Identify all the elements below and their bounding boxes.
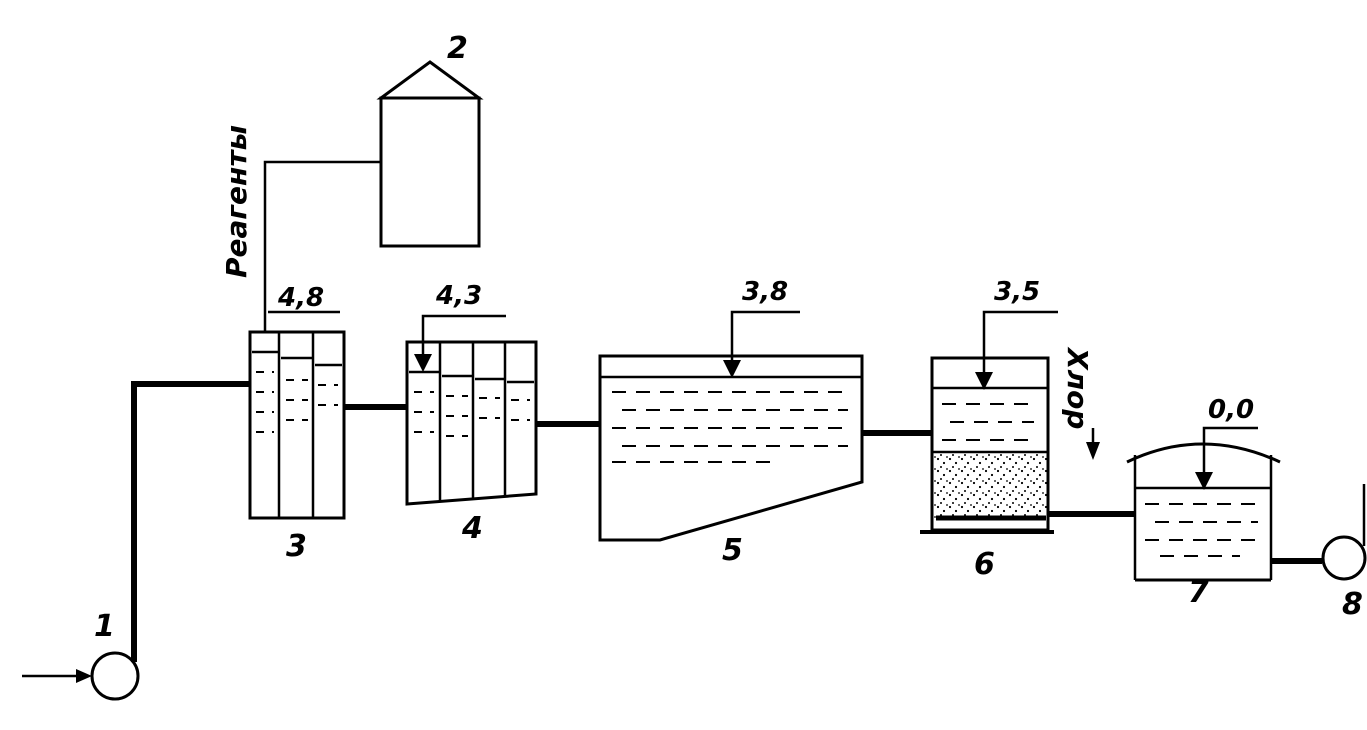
reagent-line	[263, 160, 381, 336]
level-arrow-5	[723, 360, 741, 378]
filter-6	[920, 356, 1054, 534]
label-5: 5	[722, 533, 743, 568]
level-3: 4,8	[277, 283, 324, 313]
flocculation-chamber-4	[405, 340, 538, 506]
level-arrow-6	[975, 372, 993, 390]
level-6: 3,5	[994, 277, 1040, 307]
label-2: 2	[447, 31, 468, 66]
label-4: 4	[461, 511, 483, 546]
label-6: 6	[974, 547, 995, 582]
label-8: 8	[1342, 587, 1363, 622]
pump-1	[90, 651, 140, 701]
level-leader-6	[982, 310, 1058, 376]
level-leader-4	[421, 314, 506, 362]
level-arrow-4	[414, 354, 432, 372]
settling-tank-5	[598, 354, 864, 542]
reagents-label: Реагенты	[220, 125, 253, 278]
label-7: 7	[1188, 575, 1209, 610]
label-1: 1	[94, 609, 115, 644]
level-4: 4,3	[435, 281, 482, 311]
chlorine-arrow	[1086, 442, 1100, 460]
mixer-3	[248, 330, 346, 520]
level-leader-5	[730, 310, 800, 364]
inlet-arrow	[22, 669, 92, 683]
level-arrow-7	[1195, 472, 1213, 490]
chlorine-label: Хлор	[1061, 346, 1094, 429]
level-7: 0,0	[1208, 395, 1254, 425]
pump-8	[1321, 484, 1367, 581]
pipe-pump-to-mixer	[131, 381, 250, 662]
reagent-store-2	[376, 60, 484, 248]
label-3: 3	[286, 529, 307, 564]
level-5: 3,8	[742, 277, 788, 307]
level-leader-7	[1202, 426, 1258, 474]
